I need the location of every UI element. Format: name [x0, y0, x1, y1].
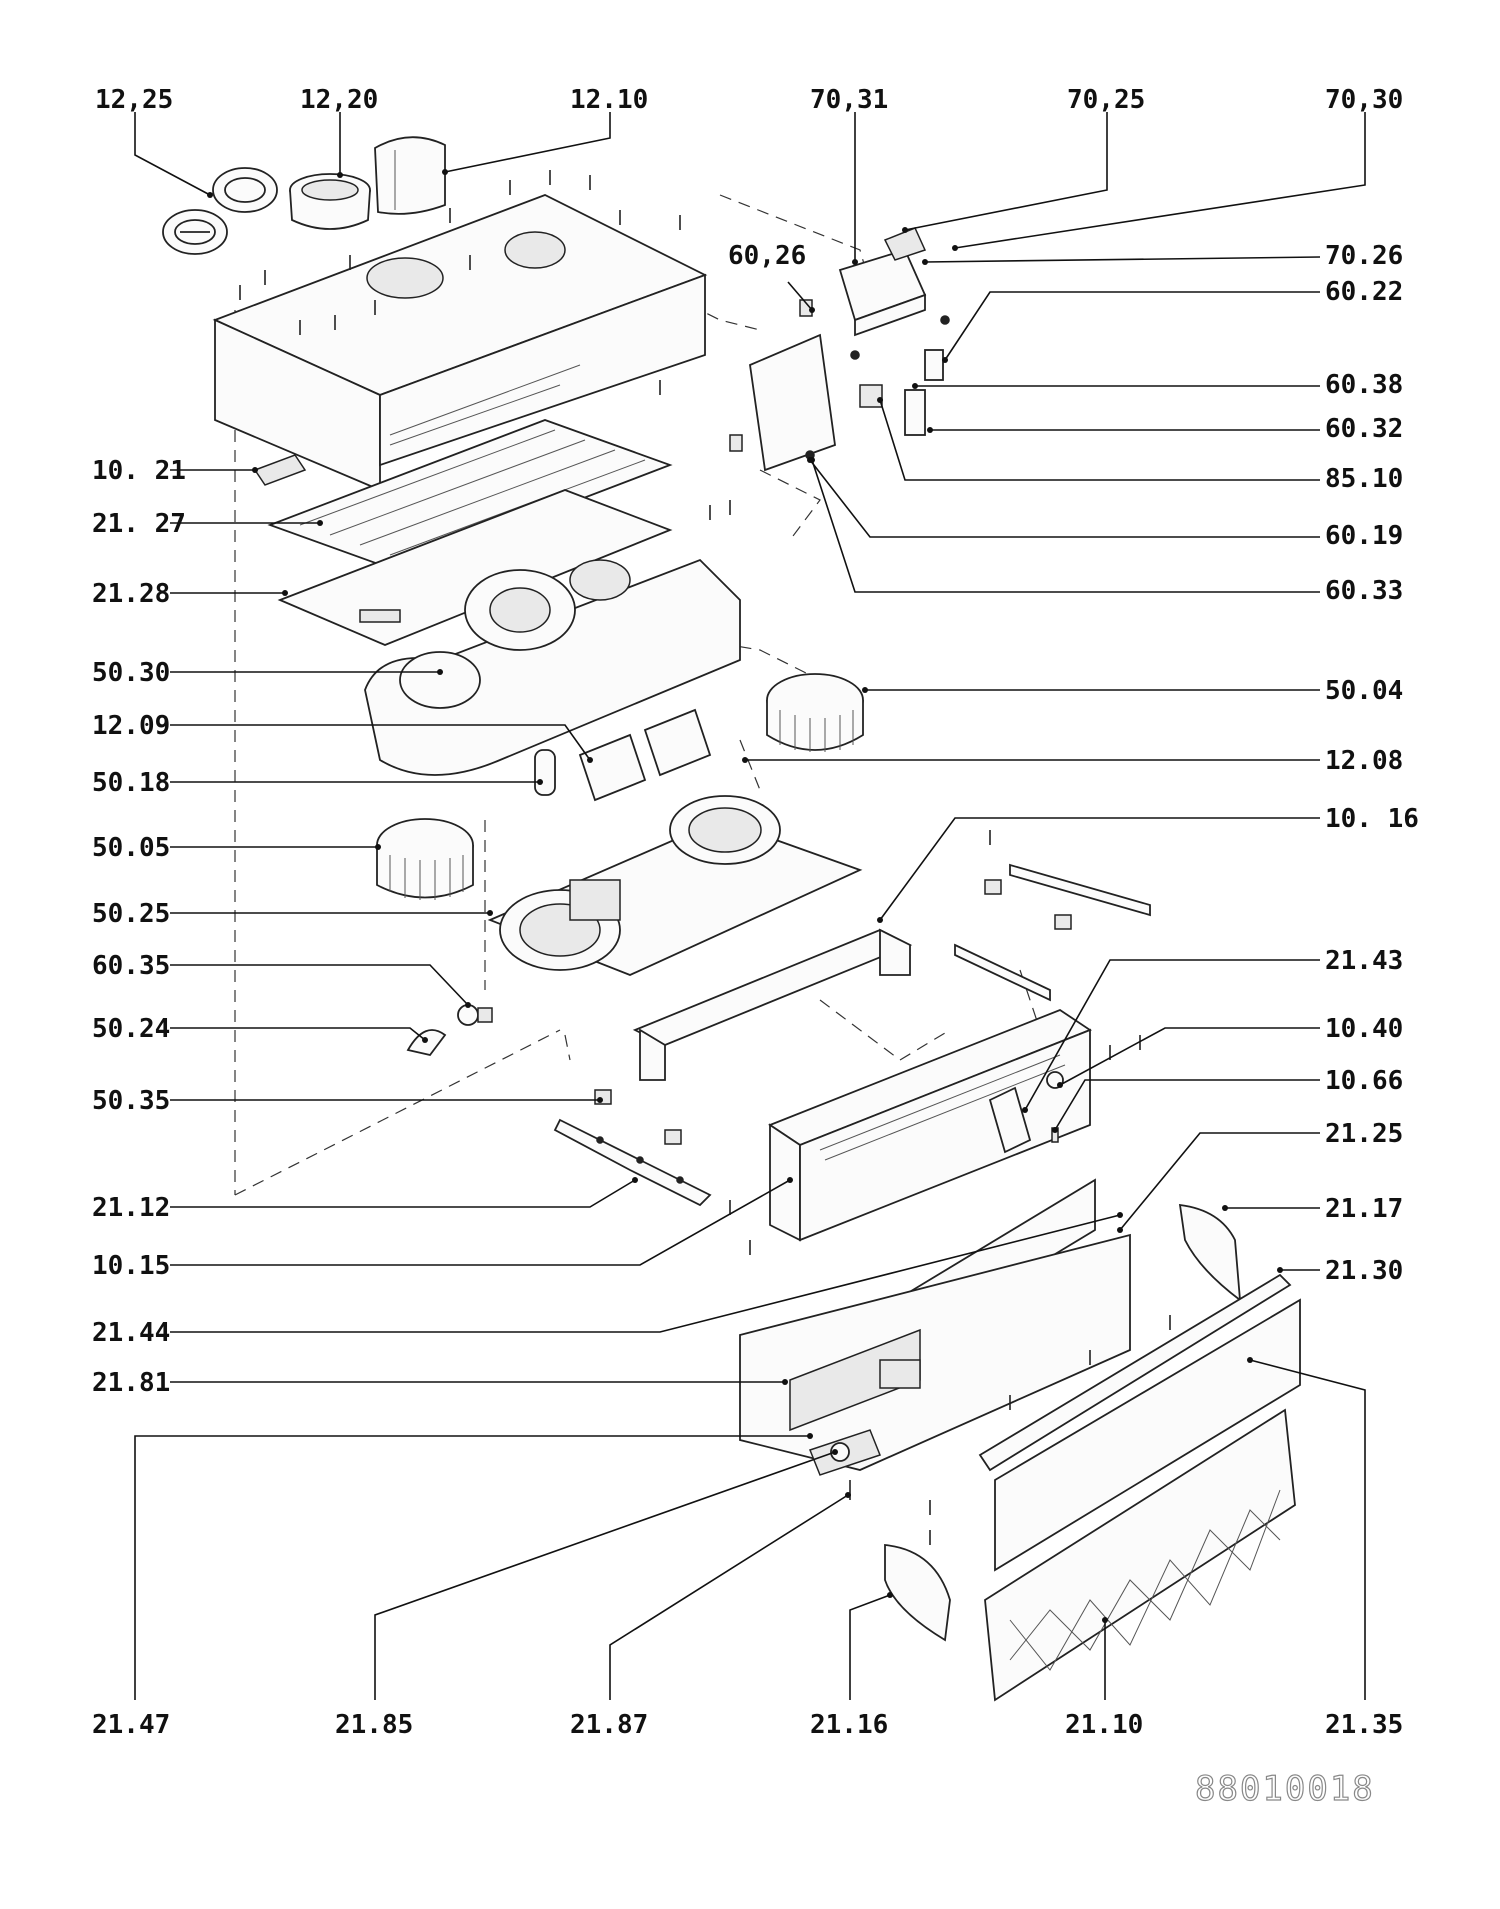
motor-12-08 [643, 708, 712, 777]
label-10-16: 10. 16 [1325, 804, 1419, 834]
switch-block-10-40 [988, 1086, 1032, 1154]
switch-60-32 [904, 389, 926, 436]
fan-wheel-50-04 [766, 673, 864, 752]
lamp-holder-60-35 [457, 1004, 493, 1026]
label-50-04: 50.04 [1325, 676, 1403, 706]
motor-12-09 [578, 733, 647, 802]
label-12-25: 12,25 [95, 85, 173, 115]
label-21-43: 21.43 [1325, 946, 1403, 976]
document-id: 88010018 [1195, 1769, 1375, 1809]
label-60-38: 60.38 [1325, 370, 1403, 400]
front-panel-21-81 [739, 1233, 1131, 1471]
label-12-20: 12,20 [300, 85, 378, 115]
label-21-25: 21.25 [1325, 1119, 1403, 1149]
label-85-10: 85.10 [1325, 464, 1403, 494]
label-50-05: 50.05 [92, 833, 170, 863]
end-bracket-21-47 [809, 1429, 881, 1476]
label-12-08: 12.08 [1325, 746, 1403, 776]
part-labels: 12,25 12,20 12.10 70,31 70,25 70,30 60,2… [92, 85, 1419, 1740]
end-cap-21-16 [884, 1544, 951, 1642]
label-21-30: 21.30 [1325, 1256, 1403, 1286]
label-70-26: 70.26 [1325, 241, 1403, 271]
label-60-35: 60.35 [92, 951, 170, 981]
label-21-28: 21.28 [92, 579, 170, 609]
base-plate-50-25 [487, 795, 863, 976]
rail-21-30 [978, 1273, 1292, 1472]
label-60-22: 60.22 [1325, 277, 1403, 307]
hood-body [212, 194, 708, 492]
label-21-81: 21.81 [92, 1368, 170, 1398]
clip-50-35 [594, 1089, 682, 1145]
label-21-85: 21.85 [335, 1710, 413, 1740]
label-50-18: 50.18 [92, 768, 170, 798]
label-50-24: 50.24 [92, 1014, 170, 1044]
label-12-10: 12.10 [570, 85, 648, 115]
motor-housing-50-30 [364, 558, 741, 776]
chassis-frame-10-16 [632, 928, 913, 1081]
duct-ring-12-25 [162, 167, 278, 255]
switch-60-22 [924, 349, 944, 381]
label-70-25: 70,25 [1067, 85, 1145, 115]
fan-wheel-50-05 [376, 818, 474, 900]
label-10-66: 10.66 [1325, 1066, 1403, 1096]
label-70-30: 70,30 [1325, 85, 1403, 115]
label-21-87: 21.87 [570, 1710, 648, 1740]
label-50-25: 50.25 [92, 899, 170, 929]
filter-clip-10-21 [253, 454, 307, 486]
capacitor-50-18 [534, 749, 556, 796]
label-21-17: 21.17 [1325, 1194, 1403, 1224]
label-21-10: 21.10 [1065, 1710, 1143, 1740]
hood-screws [239, 170, 731, 520]
label-60-33: 60.33 [1325, 576, 1403, 606]
leader-lines [134, 112, 1366, 1700]
label-21-35: 21.35 [1325, 1710, 1403, 1740]
lamp-box-10-15 [768, 1008, 1092, 1242]
end-cap-21-17 [1178, 1203, 1242, 1302]
duct-collar-12-20 [289, 173, 371, 230]
label-10-40: 10.40 [1325, 1014, 1403, 1044]
switch-bracket-60-26 [729, 299, 836, 472]
label-21-44: 21.44 [92, 1318, 170, 1348]
label-21-16: 21.16 [810, 1710, 888, 1740]
label-21-47: 21.47 [92, 1710, 170, 1740]
label-60-32: 60.32 [1325, 414, 1403, 444]
front-cover-21-35 [994, 1298, 1301, 1572]
label-10-21: 10. 21 [92, 456, 186, 486]
label-12-09: 12.09 [92, 711, 170, 741]
top-rail-21-43 [954, 863, 1151, 1002]
switch-housing-70-31 [838, 248, 927, 337]
bracket-21-12 [553, 1118, 712, 1207]
label-10-15: 10.15 [92, 1251, 170, 1281]
label-21-27: 21. 27 [92, 509, 186, 539]
label-70-31: 70,31 [810, 85, 888, 115]
label-21-12: 21.12 [92, 1193, 170, 1223]
label-50-30: 50.30 [92, 658, 170, 688]
grille-21-10 [984, 1408, 1296, 1702]
lower-screws [729, 830, 1171, 1545]
label-60-19: 60.19 [1325, 521, 1403, 551]
label-60-26: 60,26 [728, 241, 806, 271]
connector-85-10 [859, 384, 883, 408]
mounting-plate-21-28 [277, 489, 673, 646]
label-50-35: 50.35 [92, 1086, 170, 1116]
duct-flap-12-10 [374, 136, 446, 215]
